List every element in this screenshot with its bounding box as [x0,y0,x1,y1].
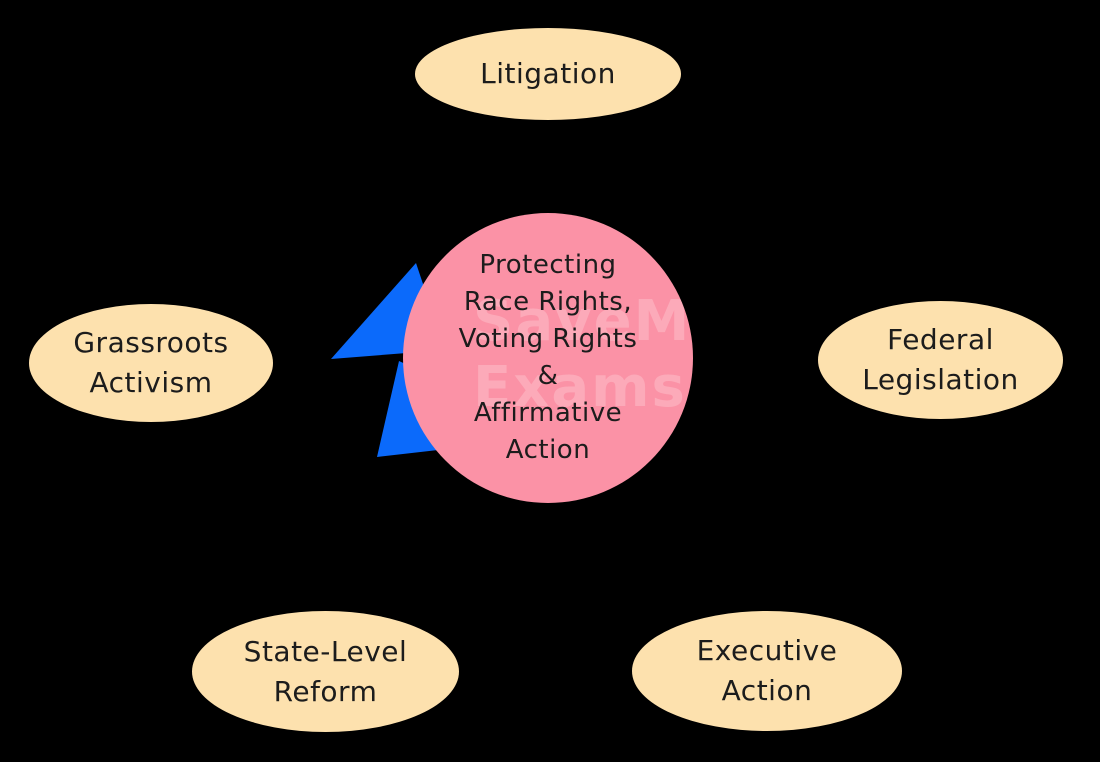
watermark-line: Exams [473,355,687,420]
node-label: Grassroots [73,326,229,359]
center-node-line: Race Rights, [463,287,633,317]
node-label: Reform [273,674,378,708]
node-label: Executive [696,634,838,667]
node-litigation: Litigation [415,28,681,120]
node-label: Litigation [480,57,616,90]
center-node: SaveMy Exams Protecting Race Rights, Vot… [403,213,693,503]
node-federal-legislation: Federal Legislation [818,301,1063,419]
watermark: SaveMy Exams [473,289,693,421]
center-node-line: Affirmative [473,398,623,428]
center-node-line: Action [505,435,591,465]
center-node-text: Protecting Race Rights, Voting Rights & … [459,247,638,469]
node-label: Activism [89,366,213,399]
node-label: Action [721,674,813,707]
center-node-line: Voting Rights [458,324,638,354]
node-label: State-Level [243,634,408,668]
node-executive-action: Executive Action [632,611,902,731]
center-node-line: & [537,361,559,391]
watermark-line: SaveMy [473,289,693,354]
node-label: Legislation [862,363,1019,396]
node-grassroots-activism: Grassroots Activism [29,304,273,422]
center-node-line: Protecting [479,250,617,280]
node-state-level-reform: State-Level Reform [192,611,459,732]
node-label: Federal [887,323,994,356]
